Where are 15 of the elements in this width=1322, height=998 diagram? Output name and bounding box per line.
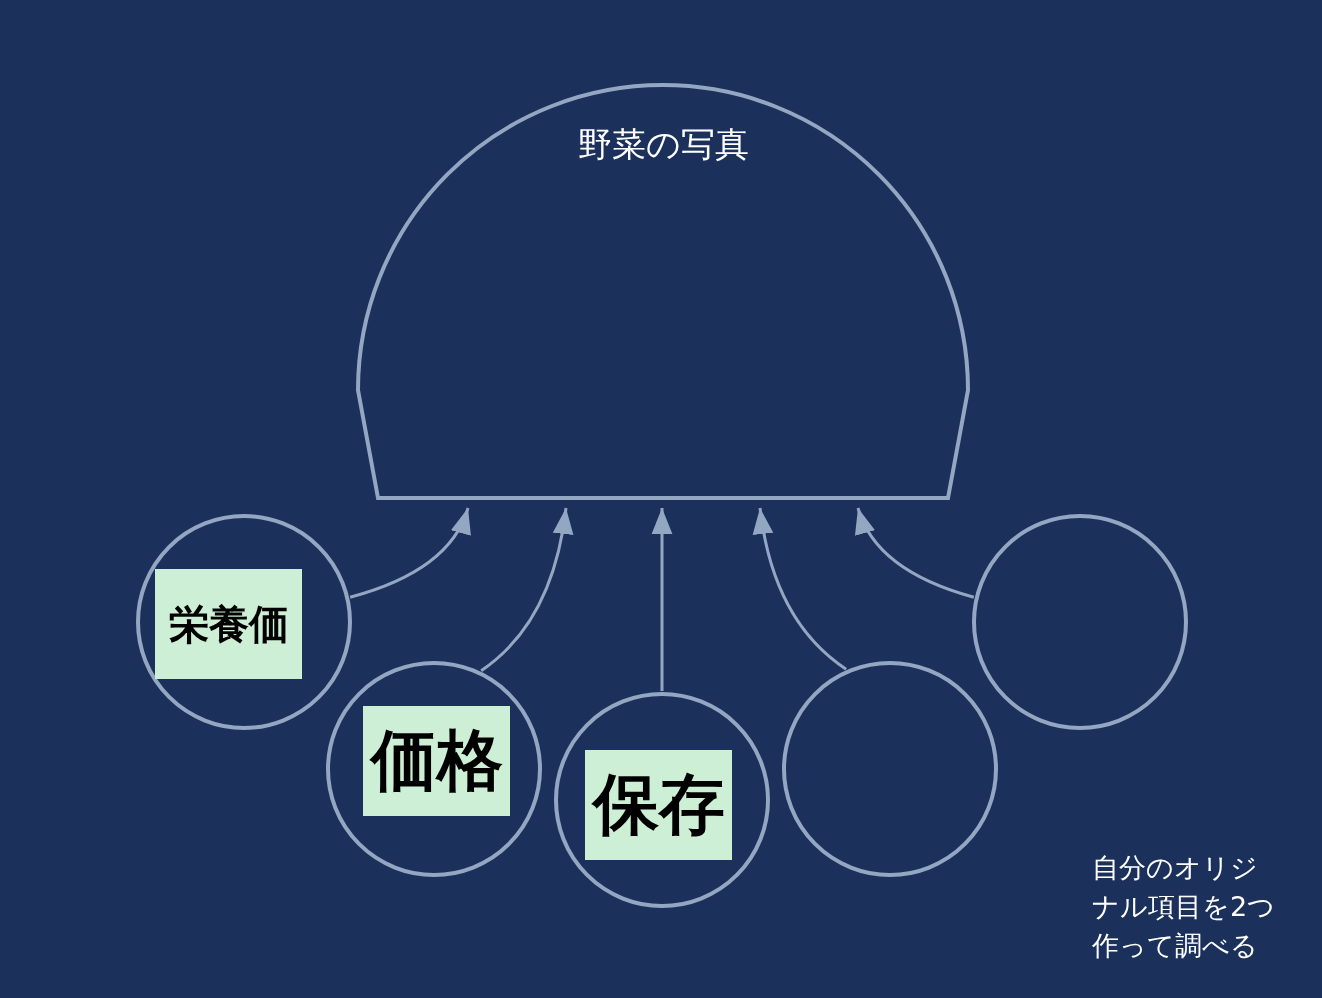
circle-node (554, 692, 770, 908)
circle-node (972, 514, 1188, 730)
text-label: 保存 (585, 750, 732, 860)
arrow (480, 507, 573, 672)
arrow (349, 507, 470, 599)
circle-node (782, 661, 998, 877)
text-label: 価格 (363, 706, 510, 816)
arrow (856, 507, 975, 599)
circle-node (326, 661, 542, 877)
text-label: 栄養価 (155, 569, 302, 679)
title-text: 野菜の写真 (576, 123, 750, 166)
note-text: 自分のオリジナル項目を2つ作って調べる (1092, 851, 1277, 963)
arrow (753, 507, 847, 671)
circle-node (136, 514, 352, 730)
arrow (651, 508, 673, 691)
